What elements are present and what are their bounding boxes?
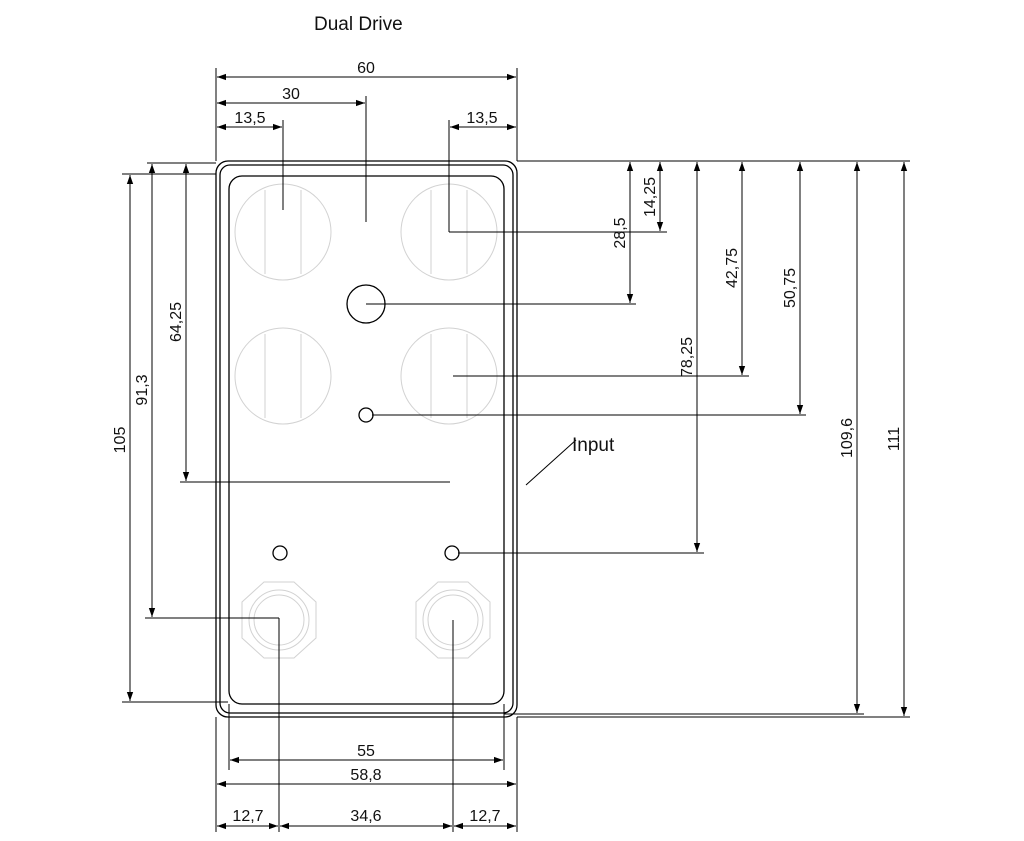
dim-jack-right-offset: 12,7 [469,808,500,825]
dim-led-y: 50,75 [782,268,799,308]
led-hole-center [358,407,374,423]
knob-bottom-left-ghost [234,327,332,425]
dim-jack-spacing: 34,6 [350,808,381,825]
dim-top-pots-y: 14,25 [642,177,659,217]
dimension-lines [122,68,910,832]
enclosure-body [215,160,518,718]
dim-inner-height: 109,6 [839,418,856,458]
dim-width-total: 60 [357,60,375,77]
drawing-title: Dual Drive [314,14,403,35]
dim-width-58: 58,8 [350,767,381,784]
led-hole-left [272,545,288,561]
dim-bottom-pots-y: 42,75 [724,248,741,288]
dim-jacks-y: 91,3 [134,374,151,405]
ghost-components [234,183,498,659]
led-hole-right [444,545,460,561]
input-leader-line [525,439,577,486]
dim-side-led-y: 78,25 [679,337,696,377]
dimension-labels: 60 30 13,5 13,5 14,25 28,5 42,75 50,75 7… [112,60,903,825]
enclosure-outer-outline [215,160,518,718]
dim-pot-right-offset: 13,5 [466,110,497,127]
dim-mid-line-y: 64,25 [168,302,185,342]
enclosure-outer-outline-inner-edge [219,164,514,714]
enclosure-inner-outline [228,175,505,705]
dim-outer-height: 111 [886,427,903,451]
dim-footswitch-y: 28,5 [612,217,629,248]
dim-jack-left-offset: 12,7 [232,808,263,825]
dim-center-offset: 30 [282,86,300,103]
dim-pot-left-offset: 13,5 [234,110,265,127]
input-label: Input [572,435,615,456]
dim-left-jack-y: 105 [112,427,129,454]
dim-inner-width: 55 [357,743,375,760]
